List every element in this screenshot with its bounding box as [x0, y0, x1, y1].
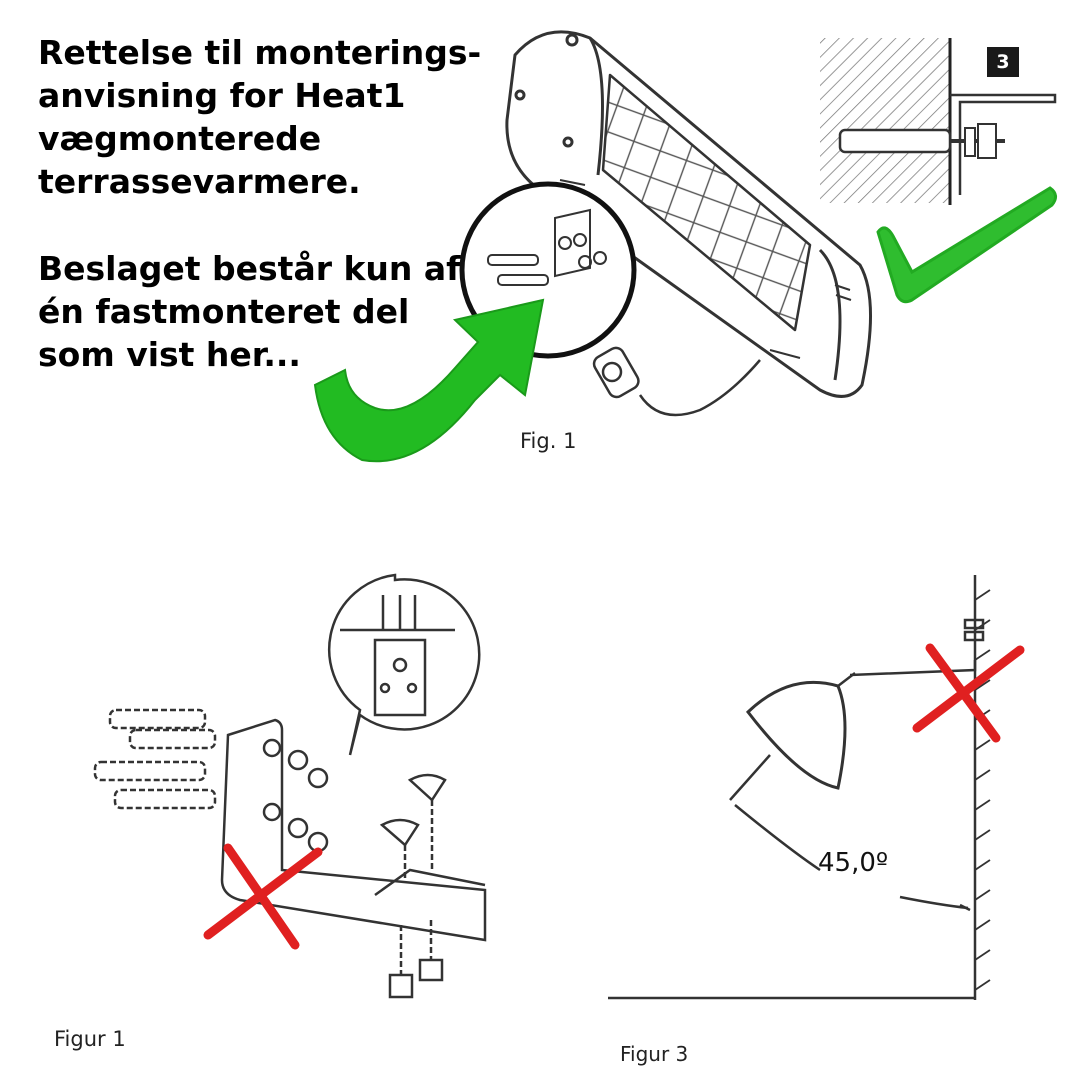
correction-heading: Rettelse til monterings-anvisning for He…: [38, 33, 482, 201]
figur1-caption: Figur 1: [54, 1027, 126, 1051]
step-number-badge: 3: [987, 47, 1019, 77]
wall-mount-detail: [820, 38, 1057, 205]
green-checkmark-icon: [876, 186, 1057, 304]
figur3-caption: Figur 3: [620, 1042, 689, 1066]
red-cross-icon: [912, 643, 1025, 743]
angle-diagram: [608, 575, 991, 1000]
green-arrow-icon: [313, 298, 545, 463]
old-bracket-drawing: [93, 708, 487, 999]
angle-label: 45,0º: [818, 848, 889, 878]
fig1-caption: Fig. 1: [520, 429, 577, 453]
patio-heater-drawing: [505, 30, 872, 398]
red-cross-icon: [203, 843, 323, 950]
power-plug-drawing: [592, 346, 761, 417]
bracket-callout-bubble: [327, 573, 481, 756]
bracket-description: Beslaget består kun af én fastmonteret d…: [38, 249, 461, 374]
